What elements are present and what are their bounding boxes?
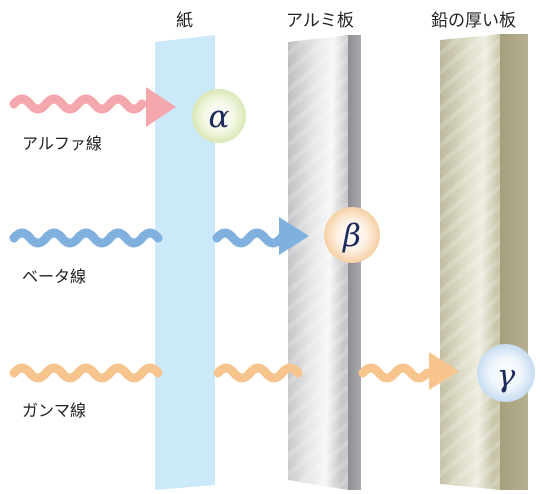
alpha-ray-label: アルファ線	[22, 134, 102, 153]
gamma-ray-arrowhead	[429, 352, 459, 390]
paper-sheet	[155, 35, 215, 490]
gamma-ray-wave-after-paper	[213, 363, 303, 383]
aluminum-title: アルミ板	[286, 11, 354, 31]
beta-ray-wave	[9, 228, 163, 248]
paper-title: 紙	[176, 11, 193, 31]
gamma-ray-label: ガンマ線	[22, 401, 87, 420]
gamma-symbol: γ	[497, 358, 516, 394]
gamma-ray-wave-after-aluminum	[358, 363, 432, 383]
alpha-symbol: α	[209, 99, 230, 135]
alpha-ray-arrowhead	[146, 87, 176, 127]
gamma-ray-wave	[9, 363, 163, 383]
beta-ray-arrowhead	[279, 217, 309, 255]
lead-title: 鉛の厚い板	[431, 11, 516, 31]
beta-ray-label: ベータ線	[22, 267, 87, 286]
gamma-particle-circle	[477, 344, 535, 402]
alpha-particle-circle	[192, 89, 246, 143]
beta-ray-wave-after-paper	[212, 228, 286, 248]
lead-plate	[440, 34, 528, 490]
alpha-ray-wave	[9, 94, 147, 114]
beta-symbol: β	[342, 218, 361, 254]
beta-particle-circle	[324, 207, 380, 263]
